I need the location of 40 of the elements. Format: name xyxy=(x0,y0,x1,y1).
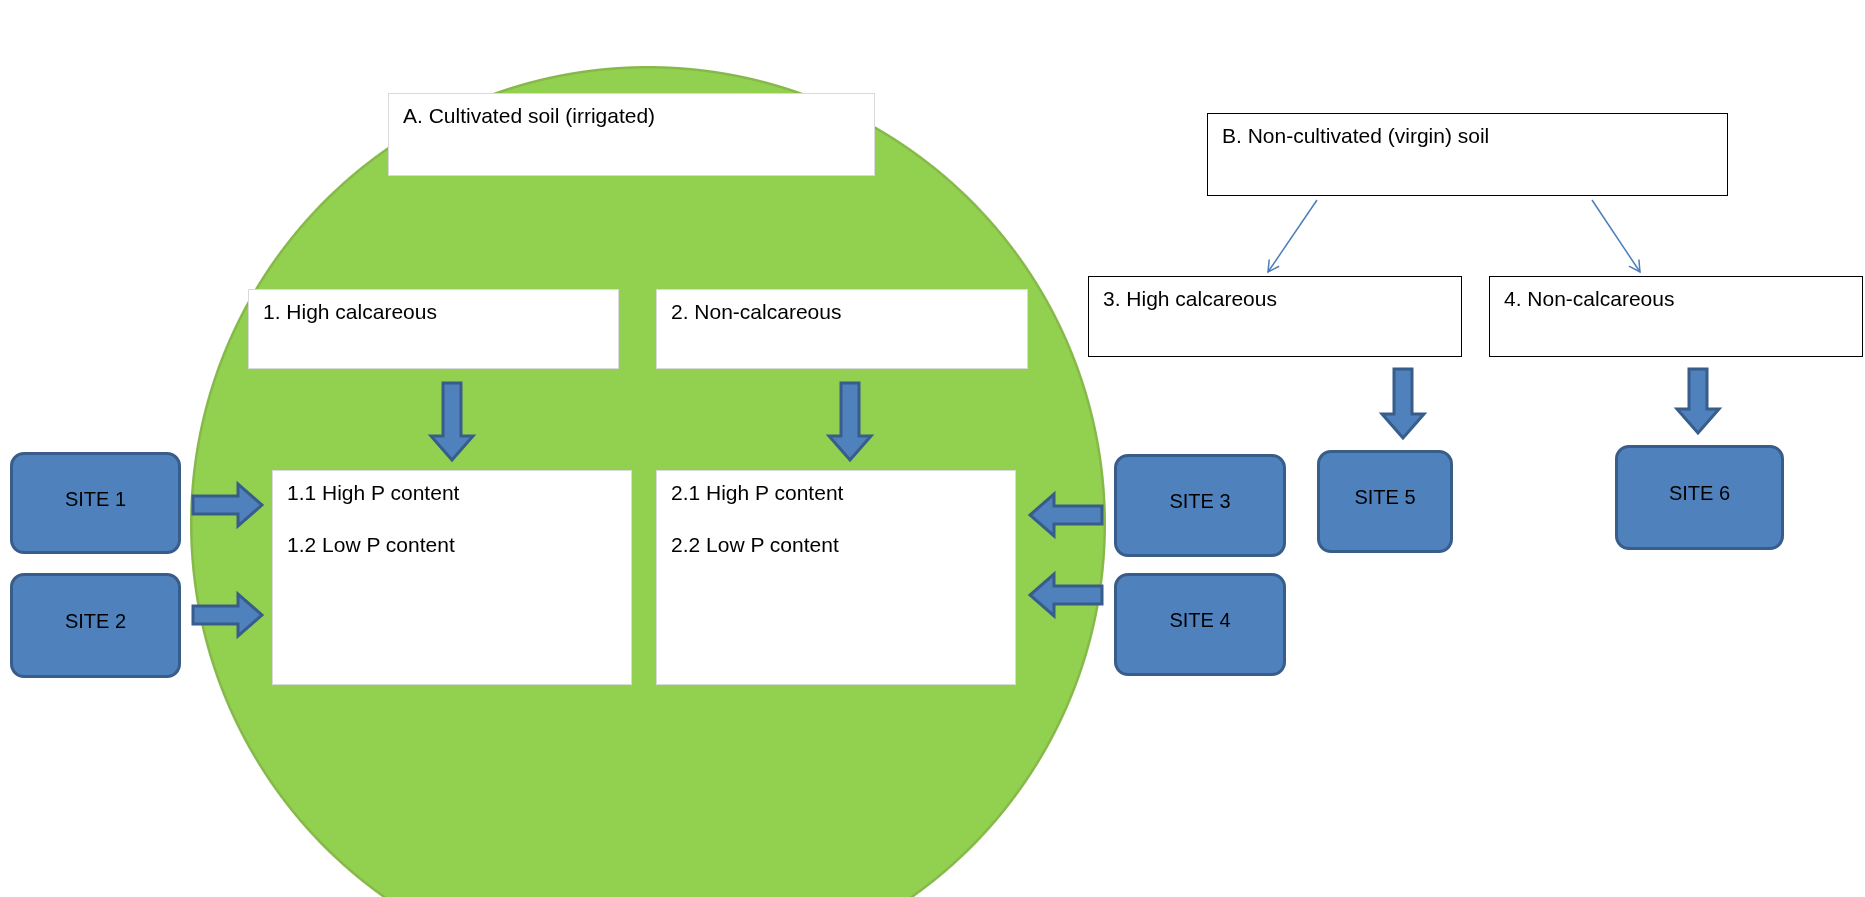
site-box xyxy=(1114,573,1286,676)
site-label: SITE 5 xyxy=(1354,486,1416,509)
text-box xyxy=(656,470,1016,685)
text-box xyxy=(388,93,875,176)
block-arrow xyxy=(191,480,265,530)
block-arrow xyxy=(191,590,265,640)
box-label: 2.2 Low P content xyxy=(671,533,840,557)
arrow xyxy=(1591,199,1641,273)
text-box xyxy=(656,289,1028,369)
box-label: 4. Non-calcareous xyxy=(1504,287,1676,311)
site-label: SITE 4 xyxy=(1169,609,1231,632)
text-box xyxy=(272,470,632,685)
site-label: SITE 1 xyxy=(64,487,127,511)
box-label: 3. High calcareous xyxy=(1103,287,1278,311)
block-arrow xyxy=(1027,490,1104,540)
text-box xyxy=(1088,276,1462,357)
block-arrow xyxy=(427,381,477,463)
block-arrow xyxy=(1673,367,1723,436)
text-box xyxy=(1489,276,1863,357)
arrow xyxy=(1267,199,1318,273)
box-label: B. Non-cultivated (virgin) soil xyxy=(1222,124,1491,148)
site-box xyxy=(1317,450,1453,553)
block-arrow xyxy=(1378,367,1428,441)
site-label: SITE 6 xyxy=(1668,482,1731,505)
site-box xyxy=(1615,445,1784,550)
block-arrow xyxy=(825,381,875,463)
box-label: 1. High calcareous xyxy=(263,300,438,324)
box-label: 2.1 High P content xyxy=(671,481,845,505)
box-label: 1.2 Low P content xyxy=(287,533,456,557)
site-box xyxy=(10,452,181,554)
box-label: 1.1 High P content xyxy=(287,481,461,505)
site-label: SITE 3 xyxy=(1169,490,1231,513)
site-box xyxy=(1114,454,1286,557)
text-box xyxy=(248,289,619,369)
text-box xyxy=(1207,113,1728,196)
box-label: A. Cultivated soil (irrigated) xyxy=(403,104,657,128)
site-label: SITE 2 xyxy=(64,610,127,633)
box-label: 2. Non-calcareous xyxy=(671,300,843,324)
site-box xyxy=(10,573,181,678)
block-arrow xyxy=(1027,570,1104,620)
